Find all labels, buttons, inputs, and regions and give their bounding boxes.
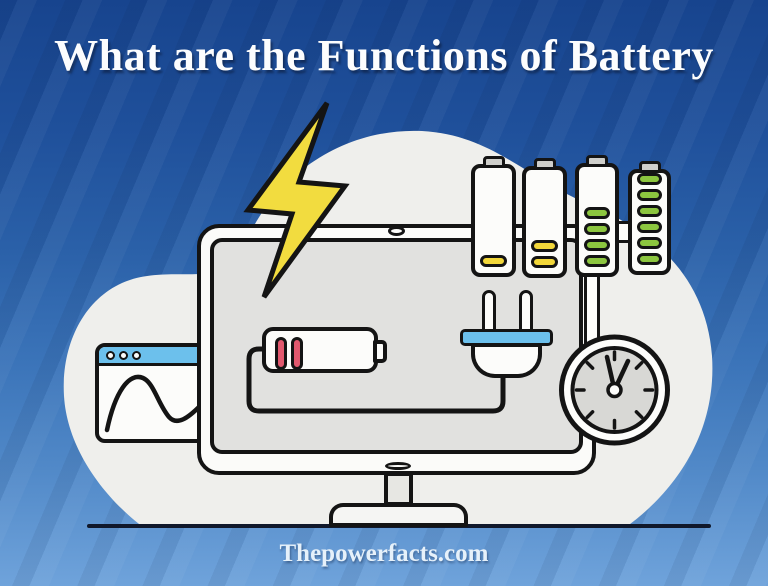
battery-bar bbox=[480, 255, 507, 267]
battery-cap bbox=[638, 161, 661, 173]
battery-cap bbox=[586, 155, 608, 167]
browser-titlebar bbox=[99, 347, 206, 366]
battery-bar bbox=[637, 253, 662, 265]
wall-battery-1 bbox=[471, 156, 516, 277]
website-credit: Thepowerfacts.com bbox=[279, 540, 489, 567]
wall-battery-2 bbox=[522, 158, 567, 278]
clock-icon bbox=[559, 334, 670, 446]
battery-bar bbox=[275, 337, 287, 370]
battery-bar bbox=[637, 205, 662, 217]
lightning-bolt-icon bbox=[243, 101, 350, 299]
monitor-stand-base bbox=[329, 503, 468, 527]
window-dot bbox=[106, 350, 115, 360]
plug-prong-left bbox=[482, 290, 496, 333]
battery-bar bbox=[637, 237, 662, 249]
wave-chart bbox=[104, 374, 203, 433]
battery-terminal bbox=[373, 340, 387, 363]
window-dot bbox=[132, 350, 141, 360]
battery-cap bbox=[482, 156, 505, 168]
plug-body bbox=[471, 343, 542, 378]
camera-dot bbox=[388, 226, 405, 236]
battery-bar bbox=[531, 256, 558, 268]
monitor-power-button bbox=[385, 462, 411, 470]
clock-connector-bar bbox=[584, 270, 600, 344]
plug-cap bbox=[460, 329, 553, 346]
low-battery-icon bbox=[262, 327, 387, 373]
battery-bar bbox=[584, 239, 610, 251]
battery-bar bbox=[584, 255, 610, 267]
wall-battery-3 bbox=[575, 155, 619, 277]
browser-window bbox=[95, 343, 210, 443]
poster-title: What are the Functions of Battery bbox=[54, 31, 714, 80]
battery-bar bbox=[637, 189, 662, 201]
plug-prong-right bbox=[519, 290, 533, 333]
battery-bar bbox=[637, 173, 662, 185]
battery-bar bbox=[584, 223, 610, 235]
window-dot bbox=[119, 350, 128, 360]
battery-bar bbox=[584, 207, 610, 219]
battery-cap bbox=[533, 158, 556, 170]
battery-bar bbox=[637, 221, 662, 233]
wall-battery-4 bbox=[628, 161, 671, 275]
monitor-stand-neck bbox=[384, 472, 413, 506]
battery-bar bbox=[291, 337, 303, 370]
battery-bar bbox=[531, 240, 558, 252]
